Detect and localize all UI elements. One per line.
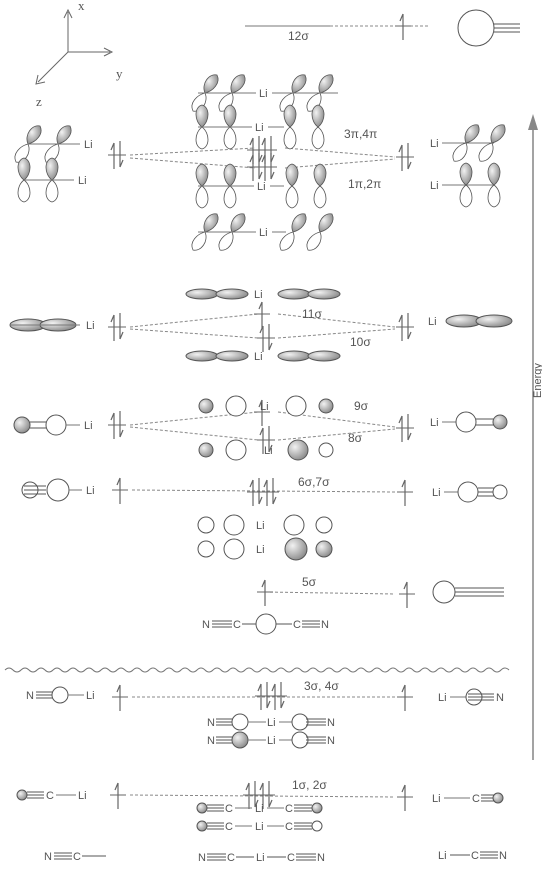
li-left-s34: Li (86, 690, 95, 702)
frag-right-n: N (499, 850, 507, 862)
c-5sigma-right: C (293, 619, 301, 631)
frag-center-li: Li (256, 852, 265, 864)
li-right-pi1: Li (430, 138, 439, 150)
li-center-s34b: Li (267, 735, 276, 747)
fragment-labels: N C N C Li C N Li C N (44, 850, 507, 864)
axis-z-label: z (36, 94, 42, 109)
label-1pi-2pi: 1π,2π (348, 177, 381, 191)
label-5sigma: 5σ (302, 575, 317, 589)
c-right-s12: C (472, 793, 480, 805)
li-center-s34a: Li (267, 717, 276, 729)
li-center-s67b: Li (256, 544, 265, 556)
axis-break (4, 667, 510, 673)
label-9sigma: 9σ (354, 399, 369, 413)
label-10sigma: 10σ (350, 335, 371, 349)
li-left-s67: Li (86, 485, 95, 497)
li-center-p3: Li (257, 181, 266, 193)
frag-center-n1: N (198, 852, 206, 864)
li-center-s12a: Li (255, 803, 264, 815)
frag-right-li: Li (438, 850, 447, 862)
level-11sigma-10sigma: Li Li 11σ 10σ Li Li (9, 288, 513, 363)
frag-center-c2: C (287, 852, 295, 864)
li-center-s8: Li (264, 445, 273, 457)
label-12sigma: 12σ (288, 29, 309, 43)
level-3sigma-4sigma: N Li 3σ, 4σ Li N N Li N N (26, 679, 504, 749)
li-right-s11: Li (428, 316, 437, 328)
li-left-s9: Li (84, 420, 93, 432)
frag-center-c1: C (227, 852, 235, 864)
c-center-s12b-left: C (225, 821, 233, 833)
n-right-s34: N (496, 692, 504, 704)
level-1sigma-2sigma: C Li 1σ, 2σ Li C C Li C C Li C (16, 778, 504, 833)
axis-x-label: x (78, 0, 85, 13)
li-left-pi2: Li (78, 175, 87, 187)
energy-axis: Energy (528, 114, 542, 760)
li-left-s12: Li (78, 790, 87, 802)
c-center-s12b-right: C (285, 821, 293, 833)
n-center-s34a-left: N (207, 717, 215, 729)
li-center-p1: Li (259, 88, 268, 100)
li-left-pi1: Li (84, 139, 93, 151)
n-5sigma-left: N (202, 619, 210, 631)
li-center-s67a: Li (256, 520, 265, 532)
c-center-s12a-right: C (285, 803, 293, 815)
li-right-s12: Li (432, 793, 441, 805)
level-pi-block: Li Li Li Li 3π,4π 1π,2π Li Li (14, 74, 506, 251)
li-right-s9: Li (430, 417, 439, 429)
frag-right-c: C (471, 850, 479, 862)
n-5sigma-right: N (321, 619, 329, 631)
n-left-s34: N (26, 690, 34, 702)
label-1sigma-2sigma: 1σ, 2σ (292, 778, 327, 792)
li-center-s12b: Li (255, 821, 264, 833)
li-center-s9: Li (260, 401, 269, 413)
energy-label: Energy (532, 363, 542, 398)
level-5sigma: 5σ N C C N (202, 575, 504, 635)
li-center-s10: Li (254, 351, 263, 363)
li-center-s11: Li (254, 289, 263, 301)
label-8sigma: 8σ (348, 431, 363, 445)
label-3sigma-4sigma: 3σ, 4σ (304, 679, 339, 693)
li-right-pi2: Li (430, 180, 439, 192)
n-center-s34b-left: N (207, 735, 215, 747)
frag-left-n: N (44, 851, 52, 863)
label-3pi-4pi: 3π,4π (344, 127, 377, 141)
axis-y-label: y (116, 66, 123, 81)
n-center-s34a-right: N (327, 717, 335, 729)
level-12sigma: 12σ (245, 9, 520, 47)
n-center-s34b-right: N (327, 735, 335, 747)
label-11sigma: 11σ (302, 307, 322, 321)
li-left-s11: Li (86, 320, 95, 332)
c-center-s12a-left: C (225, 803, 233, 815)
frag-left-c: C (73, 851, 81, 863)
li-right-s34: Li (438, 692, 447, 704)
li-right-s67: Li (432, 487, 441, 499)
li-center-p4: Li (259, 227, 268, 239)
level-6sigma-7sigma: Li 6σ,7σ Li Li Li (21, 475, 508, 561)
frag-center-n2: N (317, 852, 325, 864)
li-center-p2: Li (255, 122, 264, 134)
c-left-s12: C (46, 790, 54, 802)
level-9sigma-8sigma: Li Li 9σ 8σ Li Li (13, 395, 508, 461)
c-5sigma-left: C (233, 619, 241, 631)
axes-group: x y z (35, 0, 123, 109)
label-6sigma-7sigma: 6σ,7σ (298, 475, 330, 489)
